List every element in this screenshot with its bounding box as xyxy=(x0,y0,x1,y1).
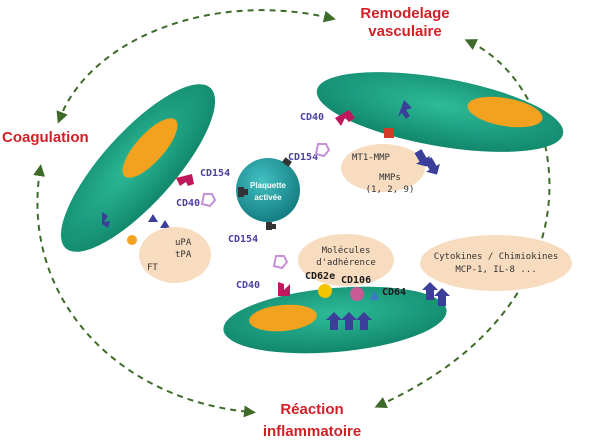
label-cd154-top: CD154 xyxy=(288,152,318,163)
label-mmps-line2: (1, 2, 9) xyxy=(366,185,415,195)
label-cd154-left: CD154 xyxy=(200,168,230,179)
title-inflammation-line1: Réaction xyxy=(280,401,343,418)
title-remodeling-line1: Remodelage xyxy=(360,5,449,22)
cd64-marker xyxy=(370,290,379,300)
left-cell-bubble xyxy=(139,227,211,283)
cytokines-up-arrows-icon xyxy=(422,282,450,306)
label-mmps-line1: MMPs xyxy=(379,173,401,183)
receptor-ligand-pairs: CD40 CD154 CD154 CD40 CD154 CD40 xyxy=(176,110,355,296)
label-cd154-bottom: CD154 xyxy=(228,234,258,245)
cd154-left-ligand xyxy=(200,193,217,208)
cd40-left-receptor xyxy=(176,174,194,186)
platelet-cd154-ligands xyxy=(238,157,292,230)
cycle-arrows xyxy=(33,9,551,418)
cd154-top-ligand xyxy=(314,143,331,158)
arrow-remodeling-to-coagulation xyxy=(56,9,336,124)
label-mt1mmp: MT1-MMP xyxy=(352,153,391,163)
left-cell-up-arrows-icon xyxy=(148,214,170,228)
top-cell-bubble xyxy=(341,144,425,192)
ft-marker xyxy=(127,235,137,245)
title-coagulation: Coagulation xyxy=(2,129,89,146)
label-cd106: CD106 xyxy=(341,275,371,286)
cd62e-marker xyxy=(318,284,332,298)
top-endothelial-cell: MT1-MMP MMPs (1, 2, 9) xyxy=(316,72,564,195)
cd40-top-receptor xyxy=(335,110,355,126)
platelet-label-line2: activée xyxy=(254,193,282,202)
label-tpa: tPA xyxy=(175,250,192,260)
label-upa: uPA xyxy=(175,238,192,248)
label-cd64: CD64 xyxy=(382,287,406,298)
label-cytokines-line1: Cytokines / Chimiokines xyxy=(434,252,559,262)
cd106-marker xyxy=(350,287,364,301)
cd40-bottom-receptor xyxy=(278,282,290,296)
label-adhesion-line1: Molécules xyxy=(322,245,371,256)
label-cytokines-line2: MCP-1, IL-8 ... xyxy=(455,265,536,275)
label-ft: FT xyxy=(147,263,158,273)
label-cd40-top: CD40 xyxy=(300,112,324,123)
adhesion-bubble xyxy=(298,234,394,286)
bottom-endothelial-cell: Molécules d'adhérence CD62e CD106 CD64 C… xyxy=(223,234,572,354)
top-cell-nucleus xyxy=(467,96,543,128)
left-cell-arrow-icon xyxy=(102,212,110,228)
cd154-bottom-ligand xyxy=(272,255,289,270)
label-cd40-left: CD40 xyxy=(176,198,200,209)
platelet-label-line1: Plaquette xyxy=(250,181,287,190)
activated-platelet: Plaquette activée xyxy=(236,157,300,230)
left-cell-nucleus xyxy=(122,118,178,178)
label-adhesion-line2: d'adhérence xyxy=(316,257,376,268)
left-endothelial-cell: uPA tPA FT xyxy=(60,84,216,283)
arrow-remodeling-to-inflammation xyxy=(374,39,551,408)
title-remodeling-line2: vasculaire xyxy=(368,23,441,40)
mmps-up-arrows-icon xyxy=(414,149,440,175)
label-cd40-bottom: CD40 xyxy=(236,280,260,291)
bottom-cell-up-arrows-icon xyxy=(326,312,372,330)
title-inflammation-line2: inflammatoire xyxy=(263,423,361,440)
top-cell-mt1mmp-marker xyxy=(384,128,394,138)
bottom-cell-nucleus xyxy=(249,304,317,332)
top-cell-arrow-icon xyxy=(398,100,412,119)
arrow-coagulation-to-inflammation xyxy=(33,164,256,418)
label-cd62e: CD62e xyxy=(305,271,335,282)
cytokines-bubble xyxy=(420,235,572,291)
